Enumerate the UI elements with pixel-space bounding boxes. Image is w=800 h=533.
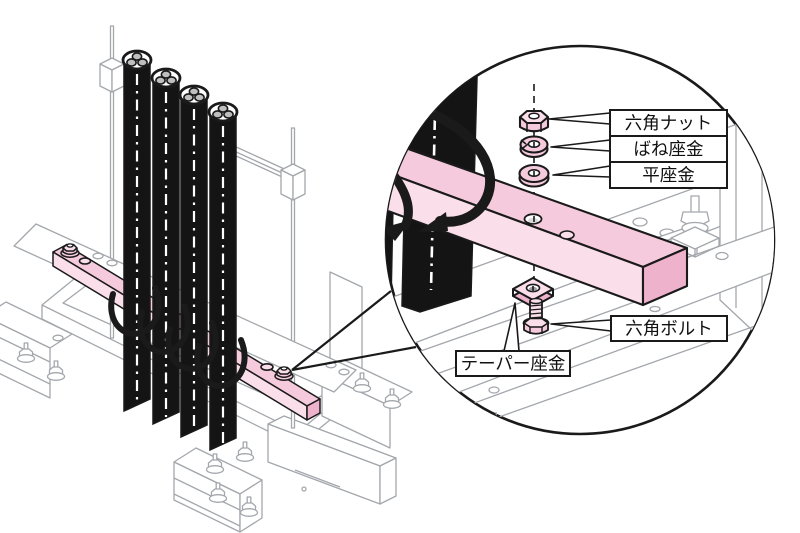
callout-spring-washer: ばね座金	[609, 135, 728, 163]
hex-nut-part	[518, 109, 550, 133]
callout-label-flat-washer: 平座金	[642, 165, 695, 185]
spring-washer-part	[519, 135, 549, 159]
detail-circle: 六角ナット ばね座金 平座金 六角ボルト テーパー座金	[384, 44, 776, 436]
hex-bolt-part	[522, 297, 550, 335]
cable-tie-4	[194, 337, 248, 389]
cable-ties	[108, 285, 248, 389]
main-view	[0, 25, 417, 533]
cable-4	[207, 101, 239, 452]
callout-label-taper-washer: テーパー座金	[461, 354, 566, 374]
suspension-rod-left	[99, 25, 125, 339]
callout-hex-nut: 六角ナット	[609, 109, 728, 137]
cable-3	[178, 84, 210, 439]
cable-2	[150, 67, 182, 426]
flat-washer-part	[518, 163, 550, 188]
suspension-rod-right	[233, 127, 306, 429]
clamp-bar-detail	[386, 137, 689, 313]
callout-hex-bolt: 六角ボルト	[610, 315, 728, 342]
callouts: 六角ナット ばね座金 平座金 六角ボルト テーパー座金	[455, 109, 728, 377]
callout-label-hex-nut: 六角ナット	[625, 113, 713, 133]
callout-label-spring-washer: ばね座金	[634, 139, 704, 159]
cable-1	[121, 49, 153, 413]
second-hole	[559, 230, 575, 240]
clamp-bar-end-face	[306, 398, 321, 421]
pedestal-right	[321, 271, 413, 449]
pedestal-left	[0, 301, 73, 399]
frame-stud-bolt	[670, 195, 720, 258]
base-channel-box	[267, 415, 397, 505]
magnifier-wedge	[291, 290, 417, 372]
callout-taper-washer: テーパー座金	[455, 350, 571, 377]
callout-label-hex-bolt: 六角ボルト	[625, 319, 713, 339]
callout-flat-washer: 平座金	[609, 161, 728, 189]
pedestal-bottom	[173, 441, 263, 533]
